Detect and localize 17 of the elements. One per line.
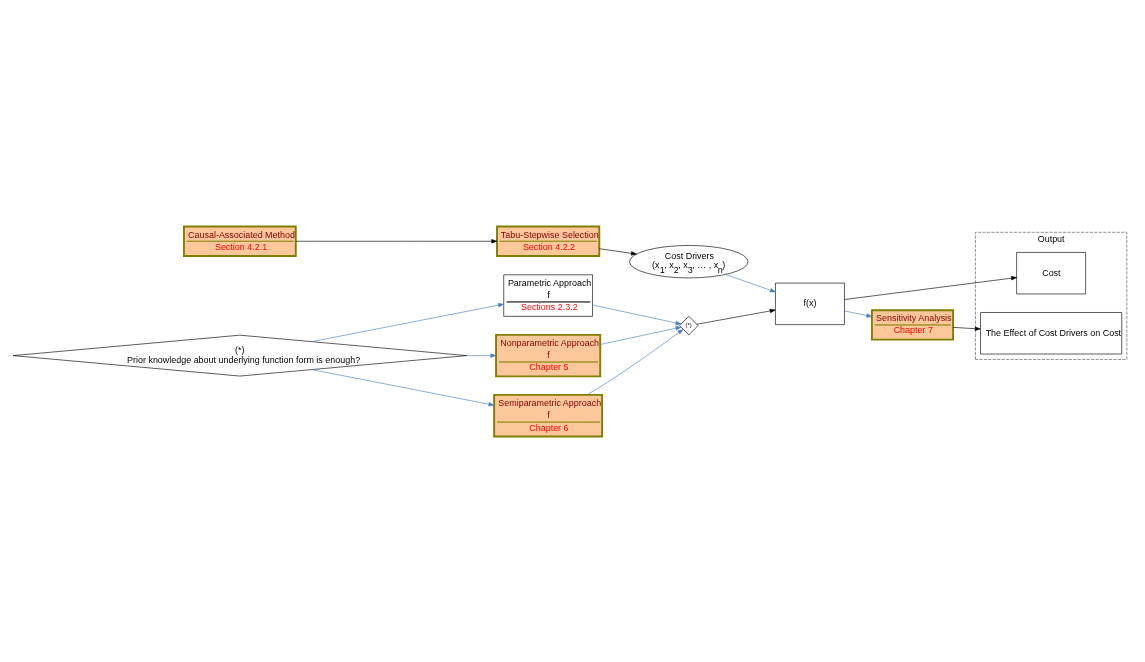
- arrow: [725, 273, 776, 292]
- arrow: [592, 304, 682, 325]
- arrow: [952, 326, 981, 331]
- arrow: [844, 275, 1017, 300]
- arrow: [599, 325, 682, 345]
- arrow: [586, 328, 684, 395]
- arrow: [696, 308, 776, 325]
- arrow: [295, 238, 498, 243]
- node-box: f(x): [775, 282, 845, 325]
- arrow: [311, 368, 495, 406]
- arrow: [311, 302, 504, 342]
- arrow: [466, 353, 497, 358]
- node-box: Cost: [1016, 251, 1086, 294]
- arrow: [598, 247, 637, 255]
- arrow: [844, 310, 873, 318]
- node-box: The Effect of Cost Drivers on Cost: [980, 311, 1123, 354]
- node-diamond: (*) Prior knowledge about underlying function form is enough?: [12, 334, 467, 376]
